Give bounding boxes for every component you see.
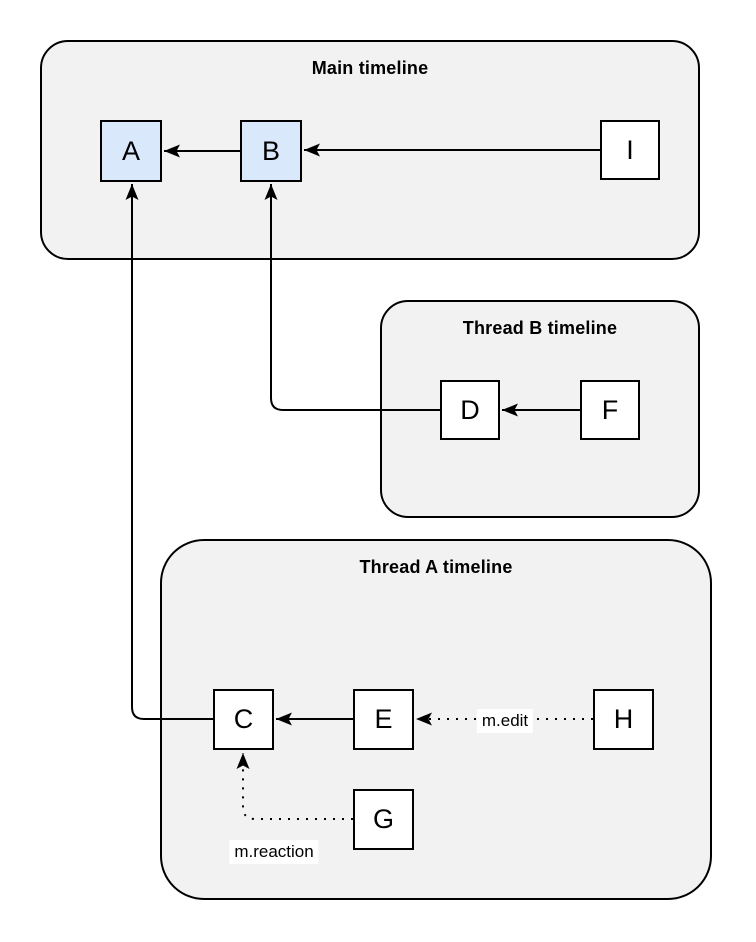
node-I: I <box>600 120 660 180</box>
main-timeline-title: Main timeline <box>311 58 429 78</box>
node-B: B <box>240 120 302 182</box>
node-D: D <box>440 380 500 440</box>
node-G: G <box>353 789 414 850</box>
edge-H-to-E-label: m.edit <box>476 709 534 733</box>
thread-b-timeline-title: Thread B timeline <box>462 318 618 338</box>
node-A: A <box>100 120 162 182</box>
node-E: E <box>353 689 414 750</box>
node-F: F <box>580 380 640 440</box>
node-C: C <box>213 689 274 750</box>
edge-G-to-C <box>236 753 353 820</box>
edge-G-to-C-label: m.reaction <box>229 840 319 864</box>
node-H: H <box>593 689 654 750</box>
edge-D-to-B <box>264 184 440 411</box>
edge-C-to-A <box>125 184 213 720</box>
thread-a-timeline-title: Thread A timeline <box>359 557 513 577</box>
